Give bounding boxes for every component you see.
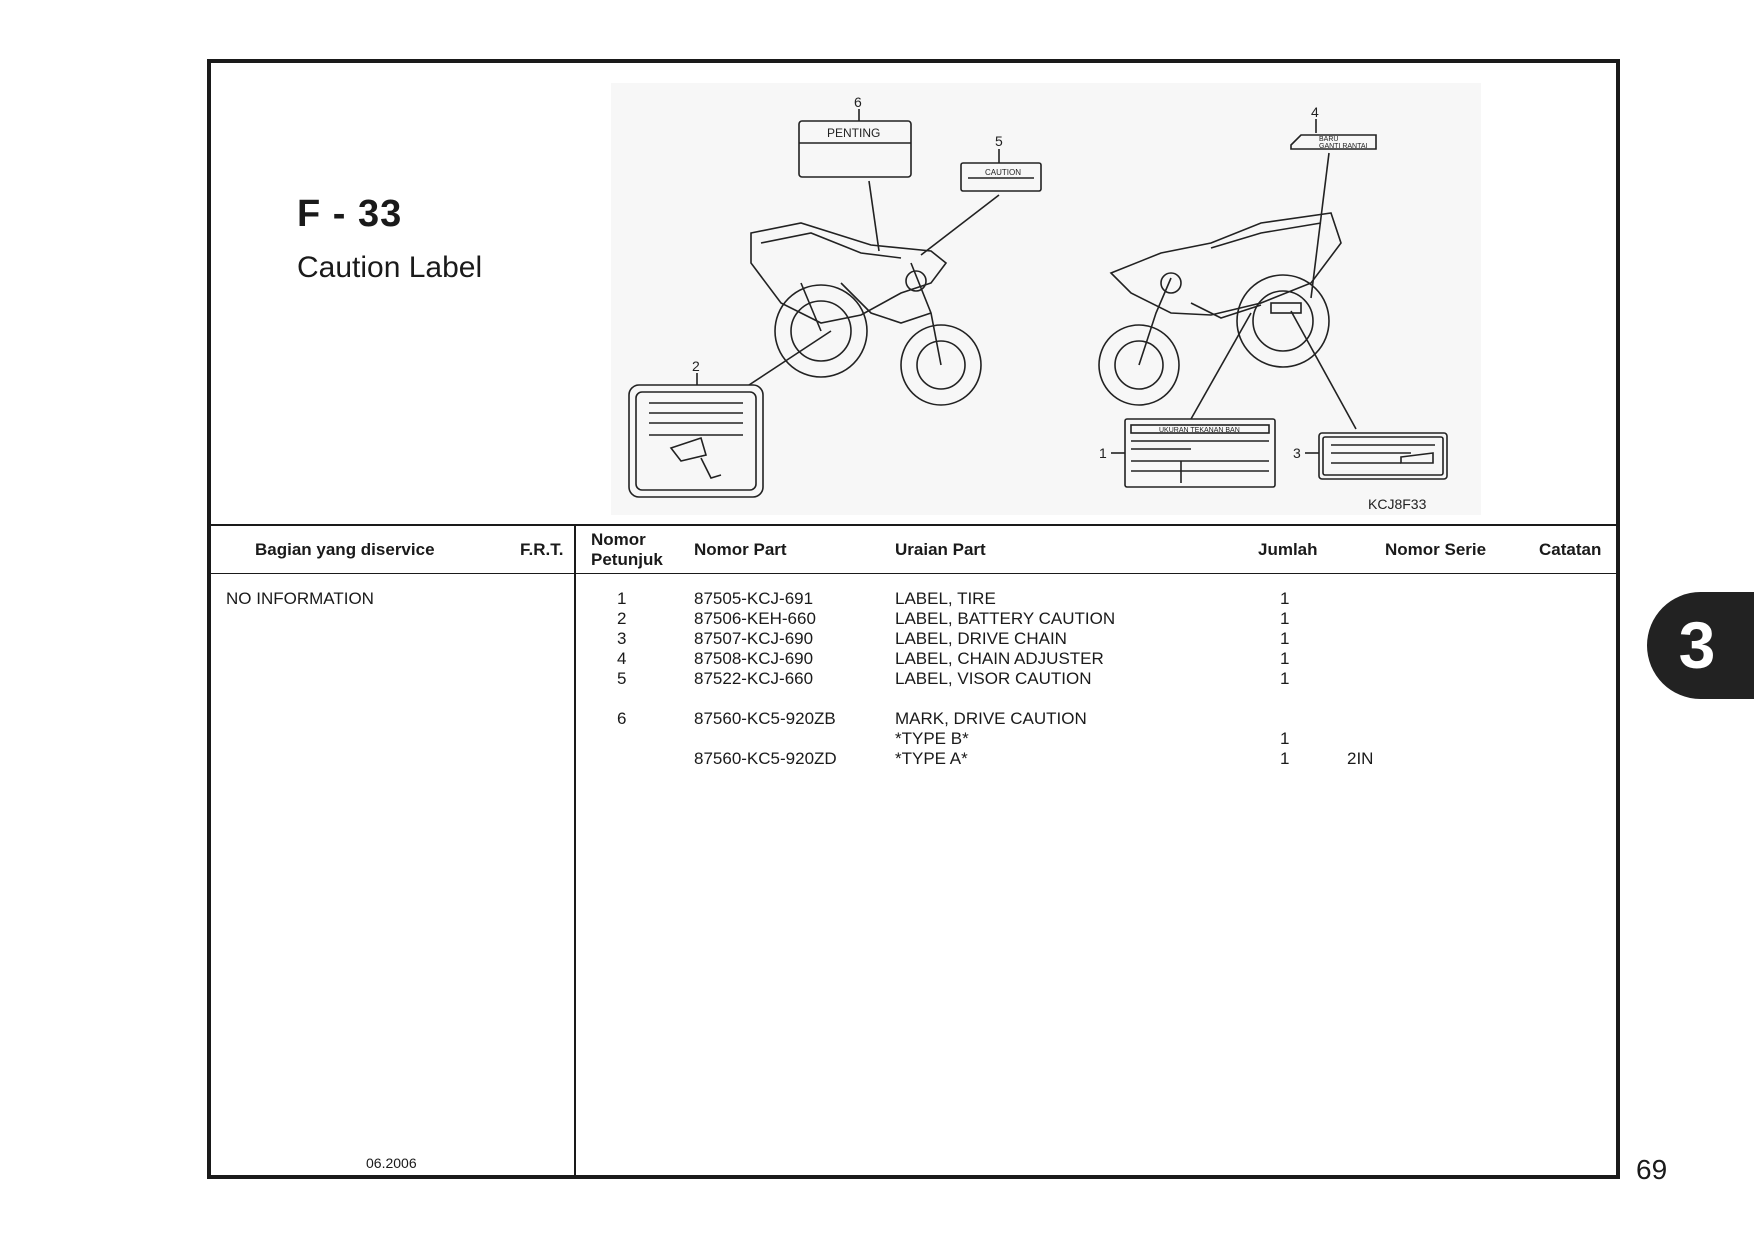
row-nomor: 6 [617, 709, 627, 728]
parts-illustration: 6 5 4 2 1 3 PENTING CAUTION BARU GANTI R… [611, 83, 1481, 515]
label-caution-text: CAUTION [985, 168, 1021, 177]
row-part-number: 87522-KCJ-660 [694, 669, 814, 688]
callout-2: 2 [692, 358, 700, 374]
label-chain-adjuster-shape [1290, 134, 1377, 150]
row-quantity: 1 [1280, 609, 1290, 628]
chapter-tab: 3 [1647, 592, 1754, 699]
row-quantity: 1 [1280, 589, 1290, 608]
callout-6: 6 [854, 94, 862, 110]
table-header-bottom-rule [211, 573, 1616, 574]
row-description: LABEL, TIRE [895, 589, 996, 608]
label-ganti-rantai-text: GANTI RANTAI [1319, 143, 1368, 150]
label-caution-shape [960, 162, 1042, 192]
row-part-number: 87560-KC5-920ZB [694, 709, 836, 728]
row-nomor: 3 [617, 629, 627, 648]
section-title: Caution Label [297, 251, 483, 284]
row-serial-number: 2IN [1347, 749, 1374, 768]
row-description: *TYPE A* [895, 749, 968, 768]
row-description: LABEL, BATTERY CAUTION [895, 609, 1116, 628]
label-ukuran-text: UKURAN TEKANAN BAN [1159, 427, 1240, 434]
row-description: LABEL, DRIVE CHAIN [895, 629, 1067, 648]
row-part-number: 87506-KEH-660 [694, 609, 816, 628]
header-jumlah: Jumlah [1258, 540, 1318, 559]
callout-3: 3 [1293, 445, 1301, 461]
row-description: *TYPE B* [895, 729, 969, 748]
row-nomor: 2 [617, 609, 627, 628]
callout-5: 5 [995, 133, 1003, 149]
callout-4: 4 [1311, 104, 1319, 120]
row-quantity: 1 [1280, 729, 1290, 748]
row-nomor: 5 [617, 669, 627, 688]
label-penting-text: PENTING [827, 126, 880, 140]
table-header-top-rule [211, 524, 1616, 526]
row-part-number: 87507-KCJ-690 [694, 629, 814, 648]
page-number: 69 [1636, 1154, 1668, 1185]
row-description: LABEL, CHAIN ADJUSTER [895, 649, 1104, 668]
page-frame: F - 33 Caution Label [207, 59, 1620, 1179]
motorcycle-right-drawing [1098, 212, 1342, 406]
header-frt: F.R.T. [520, 540, 564, 559]
row-nomor: 4 [617, 649, 627, 668]
label-penting-shape [798, 120, 912, 178]
label-baru-text: BARU [1319, 136, 1338, 143]
row-quantity: 1 [1280, 649, 1290, 668]
header-uraian-part: Uraian Part [895, 540, 986, 559]
label-battery-caution-shape [628, 384, 764, 498]
header-nomor-petunjuk-1: Nomor [591, 530, 646, 549]
row-quantity: 1 [1280, 629, 1290, 648]
row-part-number: 87508-KCJ-690 [694, 649, 814, 668]
service-part-value: NO INFORMATION [226, 589, 374, 608]
row-part-number: 87505-KCJ-691 [694, 589, 814, 608]
header-nomor-serie: Nomor Serie [1385, 540, 1487, 559]
header-catatan: Catatan [1539, 540, 1602, 559]
row-quantity: 1 [1280, 669, 1290, 688]
row-part-number: 87560-KC5-920ZD [694, 749, 837, 768]
row-description: LABEL, VISOR CAUTION [895, 669, 1092, 688]
section-code: F - 33 [297, 193, 403, 235]
footer-date: 06.2006 [366, 1155, 417, 1171]
row-nomor: 1 [617, 589, 627, 608]
row-description: MARK, DRIVE CAUTION [895, 709, 1087, 728]
header-nomor-part: Nomor Part [694, 540, 787, 559]
callout-1: 1 [1099, 445, 1107, 461]
label-drive-chain-shape [1318, 432, 1448, 480]
header-nomor-petunjuk-2: Petunjuk [591, 550, 663, 569]
figure-code: KCJ8F33 [1368, 496, 1427, 512]
table-column-divider [574, 524, 576, 1175]
header-bagian: Bagian yang diservice [255, 540, 435, 559]
row-quantity: 1 [1280, 749, 1290, 768]
motorcycle-left-drawing [750, 222, 982, 406]
